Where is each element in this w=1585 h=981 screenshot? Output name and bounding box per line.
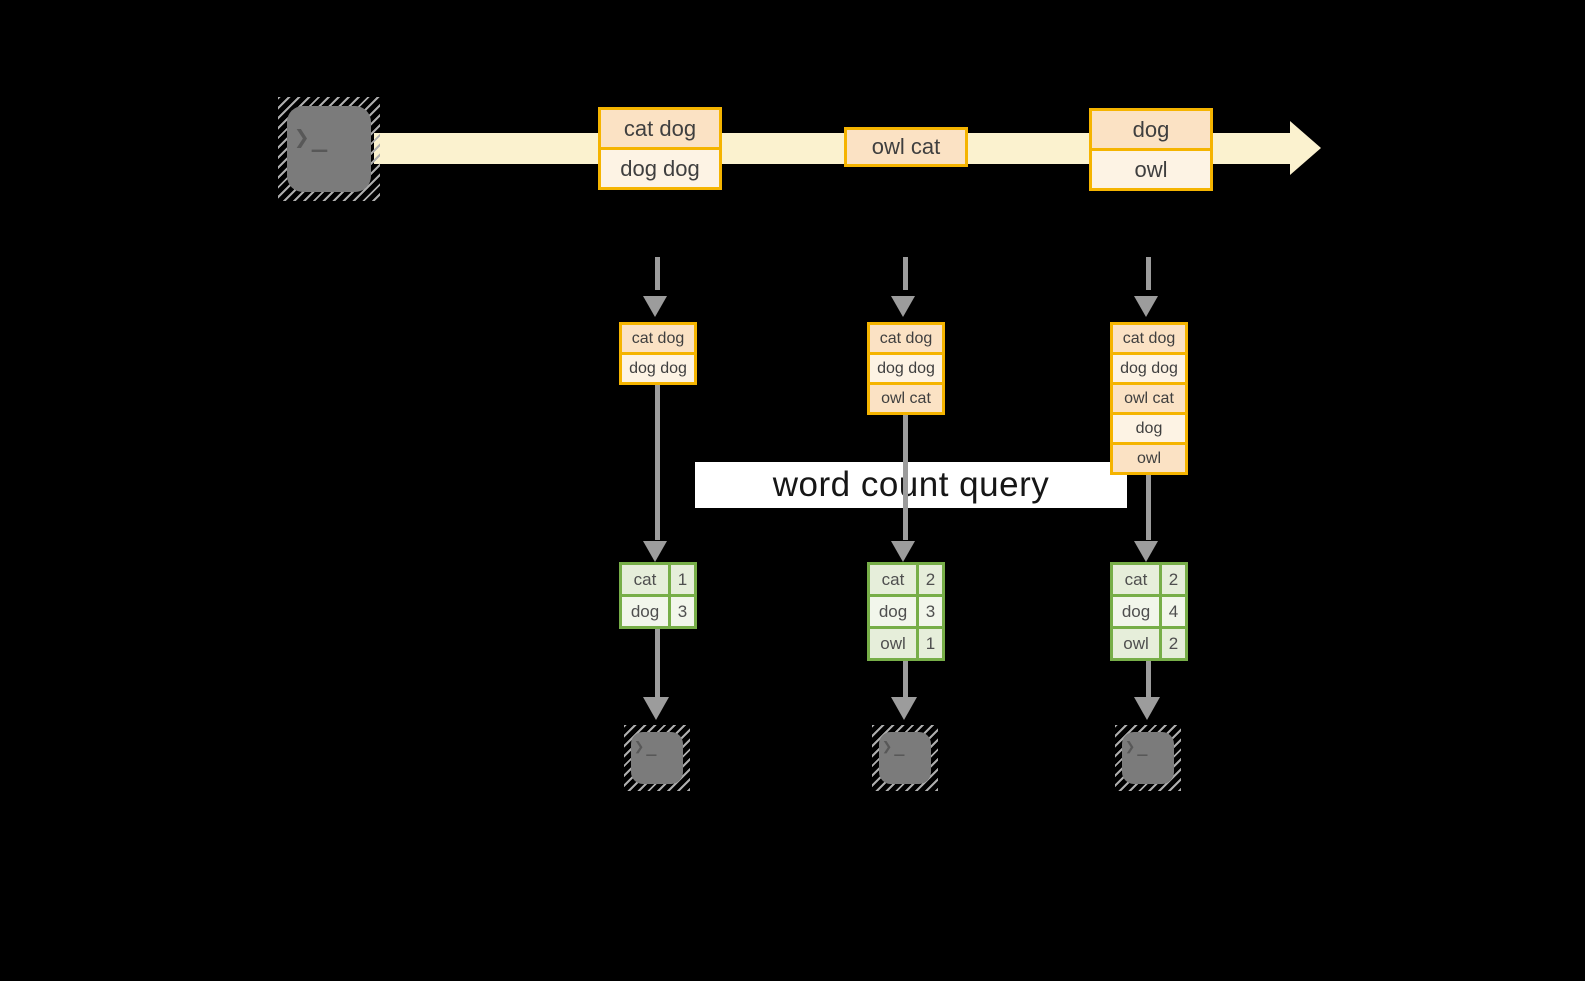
dashed-arrowhead-icon (1134, 296, 1158, 317)
flow-arrowhead-icon (891, 697, 917, 720)
buffer-row: cat dog (622, 325, 694, 352)
count-value-cell: 3 (919, 597, 942, 626)
dashed-arrow-line (655, 257, 660, 290)
terminal-body (879, 732, 931, 784)
count-word-cell: dog (1113, 597, 1159, 626)
buffer-row: cat dog (870, 325, 942, 352)
terminal-prompt-icon: ❯_ (294, 123, 330, 153)
count-value-cell: 2 (1162, 629, 1185, 658)
buffer-row: cat dog (1113, 325, 1185, 352)
stream-band-arrowhead-icon (1290, 121, 1321, 175)
count-word-cell: owl (870, 629, 916, 658)
count-value-cell: 3 (671, 597, 694, 626)
stream-record-box: dog owl (1089, 108, 1213, 191)
count-table: cat 2 dog 3 owl 1 (867, 562, 945, 661)
stream-record-cell: dog dog (601, 147, 719, 187)
count-value-cell: 2 (1162, 565, 1185, 594)
dashed-arrow-line (903, 257, 908, 290)
flow-arrowhead-icon (643, 541, 667, 562)
count-value-cell: 2 (919, 565, 942, 594)
buffer-row: dog dog (622, 352, 694, 382)
flow-arrow-line (903, 661, 908, 697)
word-count-query-banner: word count query (695, 462, 1127, 508)
sink-terminal-icon: ❯_ (624, 725, 690, 791)
flow-arrowhead-icon (1134, 697, 1160, 720)
stream-record-box: cat dog dog dog (598, 107, 722, 190)
count-table: cat 2 dog 4 owl 2 (1110, 562, 1188, 661)
dashed-arrow-line (1146, 257, 1151, 290)
buffer-stack: cat dog dog dog owl cat dog owl (1110, 322, 1188, 475)
terminal-body (287, 106, 371, 192)
flow-arrow-line (1146, 661, 1151, 697)
terminal-prompt-icon: ❯_ (1125, 737, 1150, 757)
buffer-row: dog dog (1113, 352, 1185, 382)
sink-terminal-icon: ❯_ (1115, 725, 1181, 791)
buffer-row: owl cat (1113, 382, 1185, 412)
buffer-stack: cat dog dog dog (619, 322, 697, 385)
flow-arrow-line (655, 629, 660, 697)
flow-arrow-line (655, 385, 660, 540)
count-word-cell: dog (870, 597, 916, 626)
stream-record-box: owl cat (844, 127, 968, 167)
count-value-cell: 1 (919, 629, 942, 658)
flow-arrow-line (903, 415, 908, 540)
flow-arrowhead-icon (643, 697, 669, 720)
count-value-cell: 4 (1162, 597, 1185, 626)
stream-record-cell: owl cat (847, 130, 965, 164)
terminal-body (1122, 732, 1174, 784)
dashed-arrowhead-icon (643, 296, 667, 317)
stream-record-cell: cat dog (601, 110, 719, 147)
buffer-row: owl cat (870, 382, 942, 412)
terminal-prompt-icon: ❯_ (634, 737, 659, 757)
stream-record-cell: owl (1092, 148, 1210, 188)
count-table: cat 1 dog 3 (619, 562, 697, 629)
flow-arrow-line (1146, 475, 1151, 540)
flow-arrowhead-icon (891, 541, 915, 562)
sink-terminal-icon: ❯_ (872, 725, 938, 791)
count-word-cell: dog (622, 597, 668, 626)
buffer-row: dog (1113, 412, 1185, 442)
buffer-stack: cat dog dog dog owl cat (867, 322, 945, 415)
buffer-row: dog dog (870, 352, 942, 382)
count-word-cell: owl (1113, 629, 1159, 658)
source-terminal-icon: ❯_ (278, 97, 380, 201)
terminal-prompt-icon: ❯_ (882, 737, 907, 757)
dashed-arrowhead-icon (891, 296, 915, 317)
flow-arrowhead-icon (1134, 541, 1158, 562)
stream-record-cell: dog (1092, 111, 1210, 148)
count-word-cell: cat (870, 565, 916, 594)
count-word-cell: cat (1113, 565, 1159, 594)
count-word-cell: cat (622, 565, 668, 594)
count-value-cell: 1 (671, 565, 694, 594)
terminal-body (631, 732, 683, 784)
buffer-row: owl (1113, 442, 1185, 472)
